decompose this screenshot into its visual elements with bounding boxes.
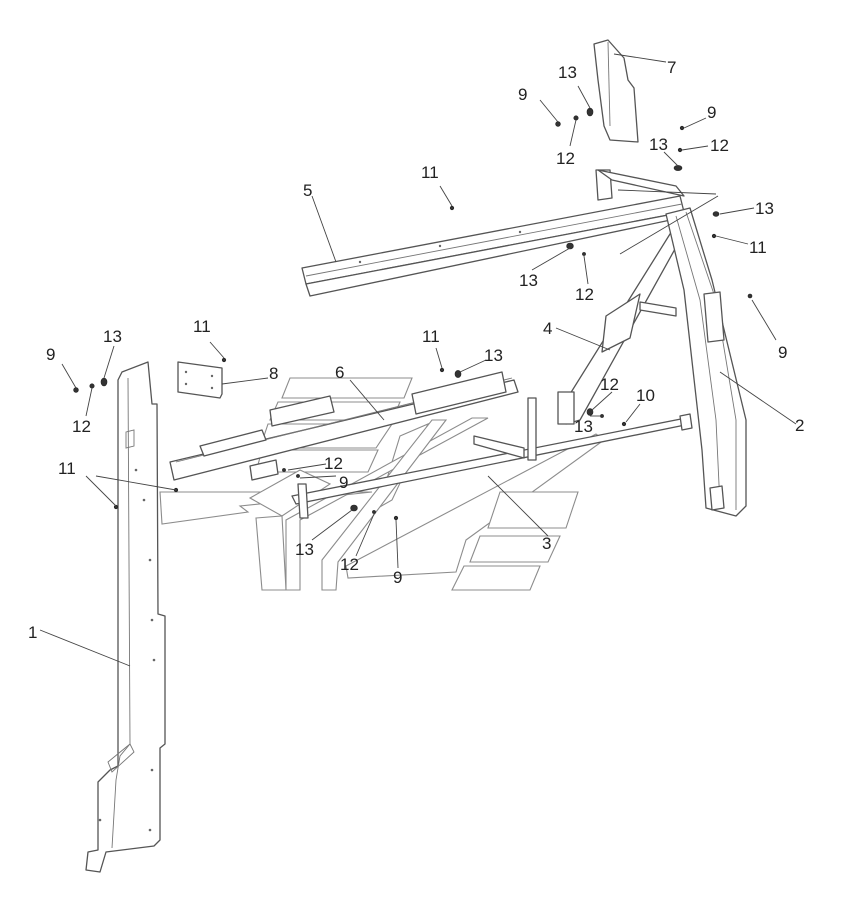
callout-12-channel: 12 xyxy=(324,454,343,473)
part-7-cap xyxy=(593,39,639,143)
callout-13-channel: 13 xyxy=(484,346,503,365)
callout-13-right: 13 xyxy=(755,199,774,218)
callout-11-beam: 11 xyxy=(421,163,439,182)
callout-3: 3 xyxy=(542,534,551,553)
callout-9-right: 9 xyxy=(778,343,787,362)
callout-13-top: 13 xyxy=(558,63,577,82)
fastener-hardware xyxy=(73,107,753,521)
part-8-plate xyxy=(177,361,223,399)
part-4-diagonal-brace xyxy=(557,213,691,425)
callout-13-beam: 13 xyxy=(519,271,538,290)
callout-12-mid: 12 xyxy=(600,375,619,394)
part-2-right-upright xyxy=(639,207,747,517)
callout-4: 4 xyxy=(543,319,552,338)
callout-10: 10 xyxy=(636,386,655,405)
callout-9-bottom: 9 xyxy=(393,568,402,587)
callout-9-left: 9 xyxy=(46,345,55,364)
callout-13-bottom: 13 xyxy=(295,540,314,559)
part-6-floor-channel xyxy=(169,371,519,481)
callout-2: 2 xyxy=(795,416,804,435)
callout-12-top: 12 xyxy=(556,149,575,168)
callout-12-bottom: 12 xyxy=(340,555,359,574)
callout-12-brace: 12 xyxy=(575,285,594,304)
part-5-top-beam xyxy=(301,169,685,297)
callout-9-top: 9 xyxy=(518,85,527,104)
callout-1: 1 xyxy=(28,623,37,642)
callout-9-cap: 9 xyxy=(707,103,716,122)
callout-12-left: 12 xyxy=(72,417,91,436)
ghost-floor-frame xyxy=(159,377,605,591)
callout-11-right: 11 xyxy=(749,238,767,257)
callout-11-left: 11 xyxy=(58,459,76,478)
callout-11-channel: 11 xyxy=(422,327,440,346)
callout-11-plate: 11 xyxy=(193,317,211,336)
callout-labels: 1 2 3 4 5 6 7 8 9 9 9 9 9 9 10 11 11 11 … xyxy=(28,58,804,642)
leader-lines xyxy=(39,53,797,667)
callout-13-left: 13 xyxy=(103,327,122,346)
callout-6: 6 xyxy=(335,363,344,382)
callout-13-cap: 13 xyxy=(649,135,668,154)
callout-5: 5 xyxy=(303,181,312,200)
callout-7: 7 xyxy=(667,58,676,77)
callout-12-cap: 12 xyxy=(710,136,729,155)
callout-13-mid: 13 xyxy=(574,417,593,436)
part-3-tie-bar xyxy=(291,397,693,519)
callout-9-center: 9 xyxy=(339,473,348,492)
part-1-left-upright xyxy=(85,361,166,873)
callout-8: 8 xyxy=(269,364,278,383)
